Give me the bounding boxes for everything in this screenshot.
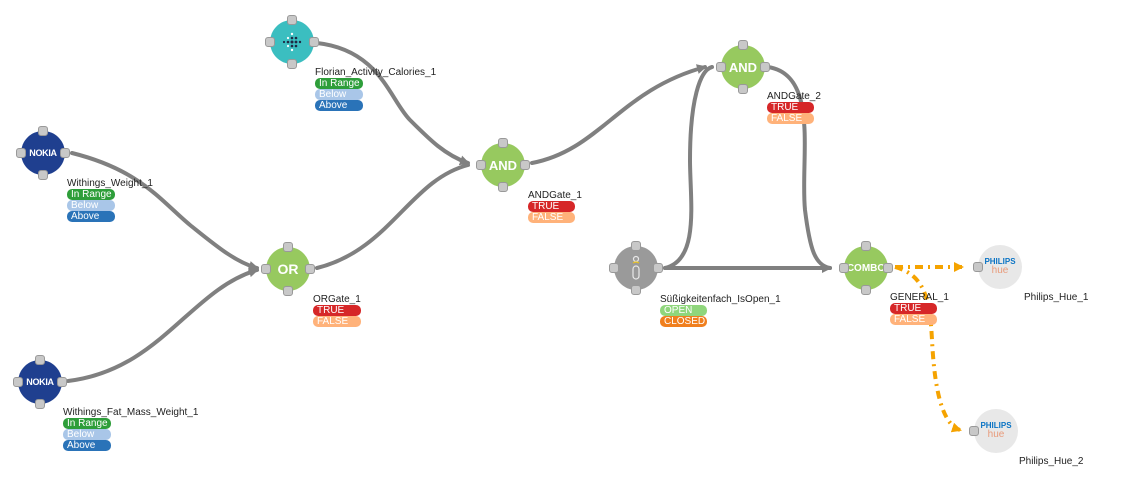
state-false: FALSE bbox=[528, 212, 575, 223]
state-true: TRUE bbox=[313, 305, 361, 316]
fitbit-info: Florian_Activity_Calories_1 In Range Bel… bbox=[315, 67, 436, 111]
state-false: FALSE bbox=[890, 314, 937, 325]
state-above: Above bbox=[67, 211, 115, 222]
door-sensor-node[interactable] bbox=[609, 241, 663, 295]
port-bottom[interactable] bbox=[38, 170, 48, 180]
port-top[interactable] bbox=[287, 15, 297, 25]
and-gate-1-node[interactable]: AND bbox=[476, 138, 530, 192]
state-below: Below bbox=[63, 429, 111, 440]
port-left[interactable] bbox=[973, 262, 983, 272]
state-above: Above bbox=[63, 440, 111, 451]
port-right[interactable] bbox=[653, 263, 663, 273]
combo-gate-info: GENERAL_1 TRUE FALSE bbox=[890, 292, 949, 325]
edge-combo-hue2[interactable] bbox=[894, 265, 962, 433]
node-label: ANDGate_2 bbox=[767, 91, 821, 102]
node-label: Philips_Hue_1 bbox=[1024, 292, 1089, 303]
combo-gate-node[interactable]: COMBO bbox=[839, 241, 893, 295]
withings-weight-node[interactable]: NOKIA bbox=[16, 126, 70, 180]
port-right[interactable] bbox=[309, 37, 319, 47]
withings-fat-mass-info: Withings_Fat_Mass_Weight_1 In Range Belo… bbox=[63, 407, 198, 451]
port-bottom[interactable] bbox=[498, 182, 508, 192]
port-top[interactable] bbox=[738, 40, 748, 50]
port-top[interactable] bbox=[38, 126, 48, 136]
nokia-icon: NOKIA bbox=[26, 377, 54, 387]
philips-hue-icon: PHILIPS hue bbox=[984, 257, 1016, 276]
state-in-range: In Range bbox=[63, 418, 111, 429]
edge-door-and2[interactable] bbox=[663, 65, 714, 270]
state-below: Below bbox=[67, 200, 115, 211]
state-in-range: In Range bbox=[67, 189, 115, 200]
port-bottom[interactable] bbox=[35, 399, 45, 409]
port-bottom[interactable] bbox=[287, 59, 297, 69]
edge-fitbit-and1[interactable] bbox=[315, 41, 470, 166]
node-label: Withings_Fat_Mass_Weight_1 bbox=[63, 407, 199, 418]
state-open: OPEN bbox=[660, 305, 707, 316]
port-left[interactable] bbox=[609, 263, 619, 273]
door-sensor-info: Süßigkeitenfach_IsOpen_1 OPEN CLOSED bbox=[660, 294, 781, 327]
port-bottom[interactable] bbox=[631, 285, 641, 295]
node-label: Philips_Hue_2 bbox=[1019, 456, 1084, 467]
node-label: ORGate_1 bbox=[313, 294, 361, 305]
withings-weight-info: Withings_Weight_1 In Range Below Above bbox=[67, 178, 153, 222]
port-right[interactable] bbox=[760, 62, 770, 72]
state-true: TRUE bbox=[767, 102, 814, 113]
fitbit-icon bbox=[282, 32, 302, 52]
state-closed: CLOSED bbox=[660, 316, 707, 327]
port-left[interactable] bbox=[969, 426, 979, 436]
port-left[interactable] bbox=[839, 263, 849, 273]
or-gate-node[interactable]: OR bbox=[261, 242, 315, 296]
and-gate-2-info: ANDGate_2 TRUE FALSE bbox=[767, 91, 821, 124]
state-in-range: In Range bbox=[315, 78, 363, 89]
state-above: Above bbox=[315, 100, 363, 111]
port-left[interactable] bbox=[261, 264, 271, 274]
edge-fatmass-or[interactable] bbox=[66, 267, 259, 383]
port-left[interactable] bbox=[476, 160, 486, 170]
port-left[interactable] bbox=[16, 148, 26, 158]
port-bottom[interactable] bbox=[738, 84, 748, 94]
gate-label: AND bbox=[488, 157, 518, 173]
node-label: Withings_Weight_1 bbox=[67, 178, 153, 189]
node-label: Süßigkeitenfach_IsOpen_1 bbox=[660, 294, 781, 305]
gate-label: COMBO bbox=[846, 262, 886, 274]
port-top[interactable] bbox=[283, 242, 293, 252]
or-gate-info: ORGate_1 TRUE FALSE bbox=[313, 294, 361, 327]
state-false: FALSE bbox=[313, 316, 361, 327]
philips-hue-icon: PHILIPS hue bbox=[980, 421, 1012, 440]
door-sensor-icon bbox=[632, 255, 640, 280]
state-below: Below bbox=[315, 89, 363, 100]
fitbit-node[interactable] bbox=[265, 15, 319, 69]
and-gate-1-info: ANDGate_1 TRUE FALSE bbox=[528, 190, 582, 223]
node-label: Florian_Activity_Calories_1 bbox=[315, 67, 437, 78]
port-right[interactable] bbox=[520, 160, 530, 170]
philips-hue-1-node[interactable]: PHILIPS hue bbox=[973, 245, 1022, 289]
philips-hue-2-node[interactable]: PHILIPS hue bbox=[969, 409, 1018, 453]
nokia-icon: NOKIA bbox=[29, 148, 57, 158]
edge-or-and1[interactable] bbox=[315, 163, 470, 270]
port-right[interactable] bbox=[57, 377, 67, 387]
port-right[interactable] bbox=[883, 263, 893, 273]
port-bottom[interactable] bbox=[283, 286, 293, 296]
port-right[interactable] bbox=[305, 264, 315, 274]
edge-weight-or[interactable] bbox=[70, 151, 259, 271]
node-label: ANDGate_1 bbox=[528, 190, 582, 201]
edge-and1-and2[interactable] bbox=[530, 64, 707, 165]
node-label: GENERAL_1 bbox=[890, 292, 949, 303]
port-top[interactable] bbox=[861, 241, 871, 251]
state-true: TRUE bbox=[528, 201, 575, 212]
and-gate-2-node[interactable]: AND bbox=[716, 40, 770, 94]
port-top[interactable] bbox=[35, 355, 45, 365]
port-right[interactable] bbox=[60, 148, 70, 158]
state-false: FALSE bbox=[767, 113, 814, 124]
port-top[interactable] bbox=[498, 138, 508, 148]
gate-label: AND bbox=[728, 59, 758, 75]
port-bottom[interactable] bbox=[861, 285, 871, 295]
withings-fat-mass-node[interactable]: NOKIA bbox=[13, 355, 67, 409]
port-left[interactable] bbox=[265, 37, 275, 47]
port-top[interactable] bbox=[631, 241, 641, 251]
edge-and2-combo[interactable] bbox=[766, 65, 832, 270]
port-left[interactable] bbox=[13, 377, 23, 387]
gate-label: OR bbox=[277, 261, 299, 277]
state-true: TRUE bbox=[890, 303, 937, 314]
port-left[interactable] bbox=[716, 62, 726, 72]
